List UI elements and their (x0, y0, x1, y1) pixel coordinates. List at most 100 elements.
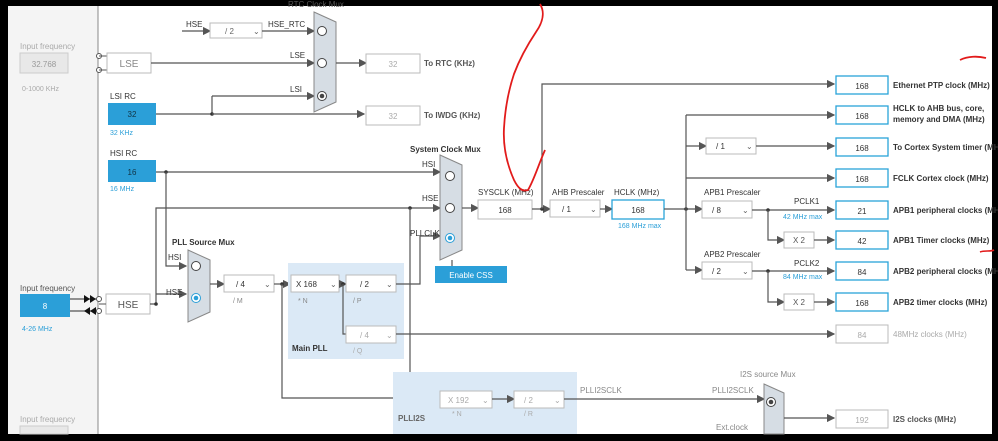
pll-q-label: / Q (353, 348, 363, 355)
plli2s-r-label: / R (524, 411, 533, 418)
output-apb1-timer: 42 APB1 Timer clocks (MHz) (835, 230, 990, 250)
i2s-clock-label: I2S clocks (MHz) (893, 415, 956, 424)
output-value: 84 (858, 268, 867, 277)
output-apb2-peripheral: 84 APB2 peripheral clocks (MHz) (835, 261, 998, 281)
bottom-input-frequency-label: Input frequency (20, 415, 75, 424)
apb2-prescaler-label: APB2 Prescaler (704, 250, 761, 259)
pll-mux-hse-label: HSE (166, 288, 182, 297)
plli2s-r-value: / 2 (524, 396, 533, 405)
pll-n-label: * N (298, 298, 308, 305)
output-value-box[interactable] (835, 261, 889, 281)
output-label: HCLK to AHB bus, core, (893, 104, 984, 113)
output-value-box[interactable] (835, 230, 889, 250)
output-value-box[interactable] (835, 105, 889, 125)
chevron-down-icon: ⌄ (742, 206, 749, 215)
system-clock-mux-title: System Clock Mux (410, 145, 481, 154)
output-value-box[interactable] (835, 137, 889, 157)
hclk-label: HCLK (MHz) (614, 188, 660, 197)
pll-p-value: / 2 (360, 280, 369, 289)
usb-clock-value-box (835, 324, 889, 344)
rtc-lsi-label: LSI (290, 85, 302, 94)
hse-input-value: 8 (43, 302, 48, 311)
rtc-mux-title: RTC Clock Mux (288, 0, 344, 9)
i2s-source-mux[interactable] (763, 383, 785, 435)
diagram-background (8, 6, 992, 434)
lsi-rc-box[interactable] (108, 103, 156, 125)
lsi-unit: 32 KHz (110, 130, 133, 137)
output-apb1-peripheral: 21 APB1 peripheral clocks (MHz) (835, 200, 998, 220)
apb1-prescaler-value: / 8 (712, 206, 721, 215)
output-value-box[interactable] (835, 168, 889, 188)
pll-n-value: X 168 (296, 280, 317, 289)
hsi-rc-value: 16 (128, 168, 137, 177)
output-value: 168 (855, 144, 869, 153)
sysmux-hse-label: HSE (422, 194, 438, 203)
hsi-rc-label: HSI RC (110, 149, 137, 158)
output-value-box[interactable] (835, 75, 889, 95)
red-annotation-arrow (502, 3, 546, 192)
output-cortex-timer: 168 To Cortex System timer (MHz) (835, 137, 998, 157)
lsi-rc-label: LSI RC (110, 92, 136, 101)
output-value-box[interactable] (835, 200, 889, 220)
output-value: 168 (855, 82, 869, 91)
output-value-box[interactable] (835, 292, 889, 312)
apb2-max-label: 84 MHz max (783, 274, 823, 281)
output-apb2-timer: 168 APB2 timer clocks (MHz) (835, 292, 988, 312)
bottom-input-field[interactable] (19, 425, 69, 435)
output-value: 42 (858, 237, 867, 246)
hse-rtc-label: HSE_RTC (268, 20, 305, 29)
to-rtc-value-box (365, 53, 421, 74)
apb2-x2-label: X 2 (793, 298, 806, 307)
plli2s-n-value: X 192 (448, 396, 469, 405)
lse-range-label: 0-1000 KHz (22, 86, 59, 93)
i2s-source-mux-title: I2S source Mux (740, 370, 796, 379)
output-label: Ethernet PTP clock (MHz) (893, 81, 990, 90)
to-iwdg-value: 32 (389, 112, 398, 121)
pll-source-mux-title: PLL Source Mux (172, 238, 235, 247)
output-fclk: 168 FCLK Cortex clock (MHz) (835, 168, 989, 188)
pll-q-value: / 4 (360, 331, 369, 340)
lse-input-frequency-label: Input frequency (20, 42, 75, 51)
lse-label: LSE (120, 59, 139, 70)
rtc-hse-divider-value: / 2 (225, 27, 234, 36)
left-panel (8, 6, 98, 434)
sysclk-value: 168 (498, 206, 512, 215)
hsi-unit: 16 MHz (110, 186, 135, 193)
red-annotation-mark (959, 55, 987, 61)
pll-m-value: / 4 (236, 280, 245, 289)
hse-range-label: 4-26 MHz (22, 326, 53, 333)
chevron-down-icon: ⌄ (482, 396, 489, 405)
ahb-prescaler-label: AHB Prescaler (552, 188, 605, 197)
output-ethernet-ptp: 168 Ethernet PTP clock (MHz) (835, 75, 990, 95)
ext-clock-label: Ext.clock (716, 423, 749, 432)
ahb-prescaler-value: / 1 (562, 205, 571, 214)
chevron-down-icon: ⌄ (590, 205, 597, 214)
lse-input-field[interactable] (19, 52, 69, 74)
chevron-down-icon: ⌄ (386, 280, 393, 289)
enable-css-button[interactable] (435, 266, 507, 283)
plli2sclk-label: PLLI2SCLK (580, 386, 622, 395)
hse-input-field[interactable] (20, 294, 70, 317)
plli2s-n-label: * N (452, 411, 462, 418)
chevron-down-icon: ⌄ (330, 280, 337, 289)
hclk-max-label: 168 MHz max (618, 223, 662, 230)
output-value: 168 (855, 299, 869, 308)
apb1-prescaler-label: APB1 Prescaler (704, 188, 761, 197)
apb2-prescaler-value: / 2 (712, 267, 721, 276)
pll-source-mux[interactable] (187, 249, 211, 323)
cortex-divider-value: / 1 (716, 142, 725, 151)
chevron-down-icon: ⌄ (746, 142, 753, 151)
output-label: APB2 peripheral clocks (MHz) (893, 267, 998, 276)
hse-label: HSE (118, 300, 139, 311)
chevron-down-icon: ⌄ (554, 396, 561, 405)
red-annotation-mark (979, 249, 995, 253)
hclk-value: 168 (631, 206, 645, 215)
sysmux-pllclk-label: PLLCLK (410, 229, 440, 238)
i2s-clock-value: 192 (855, 416, 869, 425)
to-iwdg-label: To IWDG (KHz) (424, 111, 481, 120)
lsi-rc-value: 32 (128, 110, 137, 119)
hsi-rc-box[interactable] (108, 160, 156, 182)
chevron-down-icon: ⌄ (264, 280, 271, 289)
